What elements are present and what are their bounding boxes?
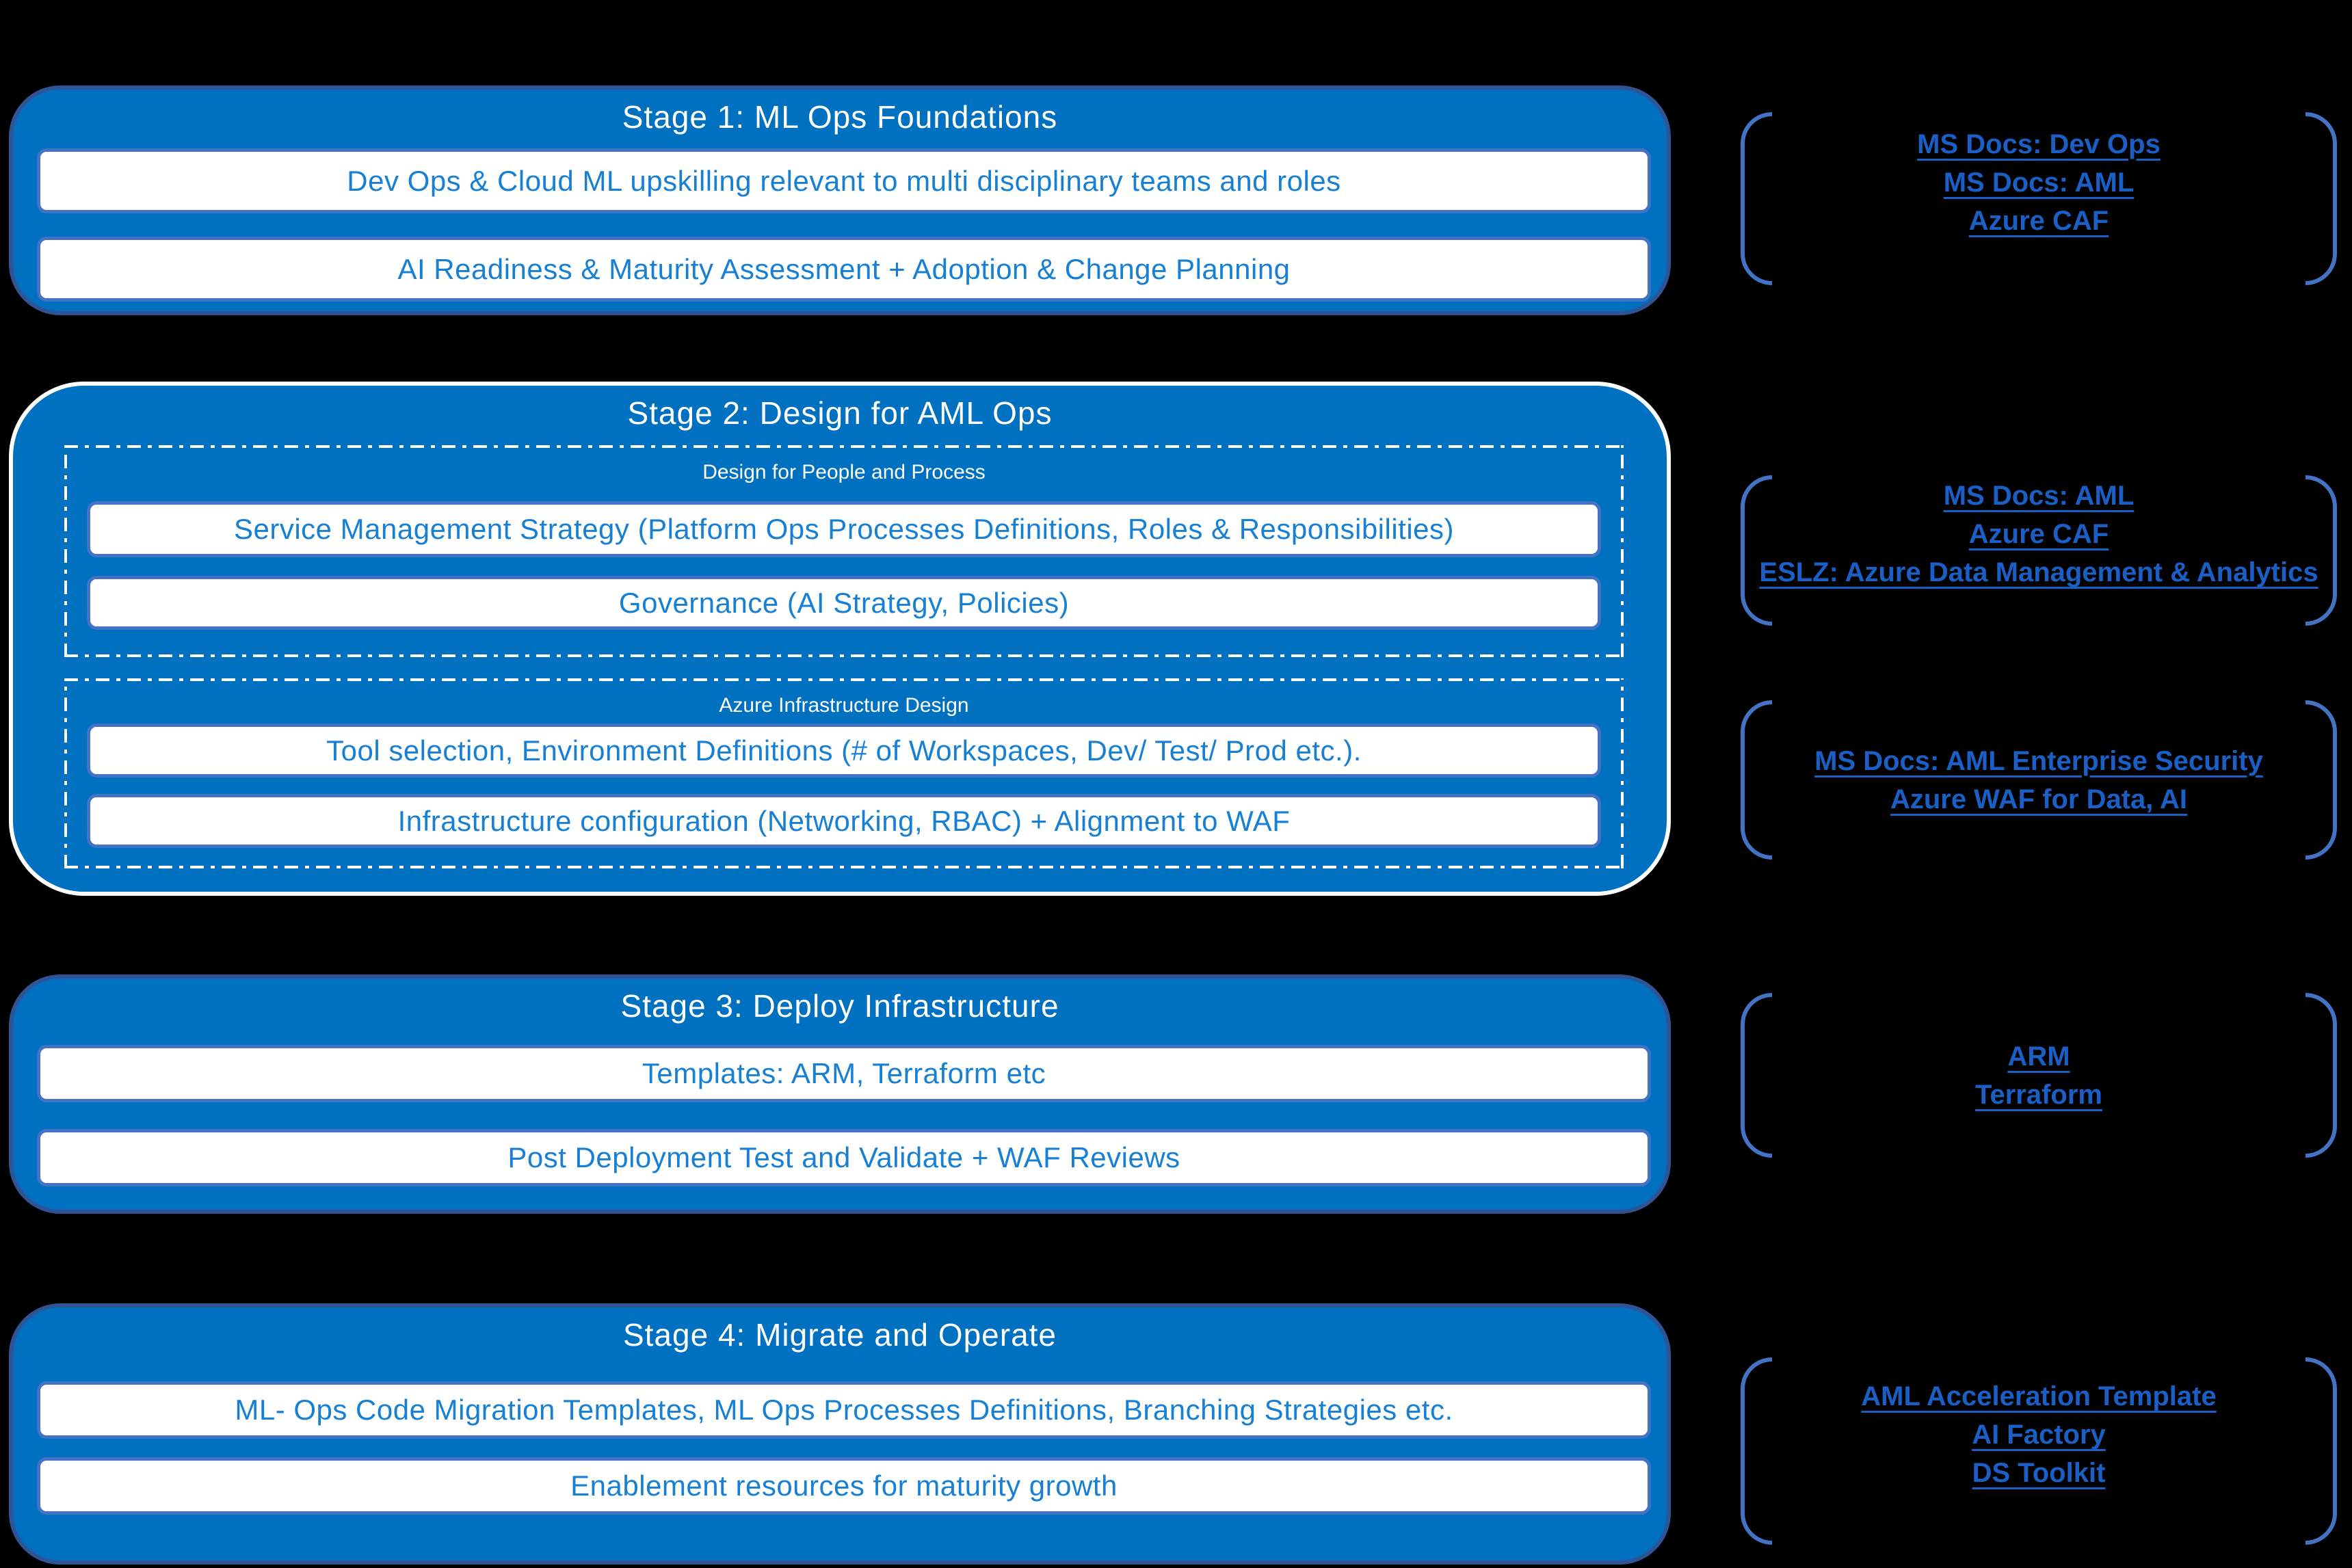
stage-2-links-group-2: MS Docs: AML Enterprise Security Azure W…	[1741, 700, 2337, 860]
bracket-right-icon	[2305, 1357, 2337, 1545]
stage-3-item-post-deployment: Post Deployment Test and Validate + WAF …	[37, 1129, 1651, 1186]
bracket-right-icon	[2305, 700, 2337, 860]
bracket-right-icon	[2305, 112, 2337, 285]
stage-3-title: Stage 3: Deploy Infrastructure	[620, 988, 1059, 1024]
link-azure-caf[interactable]: Azure CAF	[1968, 205, 2109, 236]
link-arm[interactable]: ARM	[2007, 1041, 2070, 1072]
stage-3-item-templates: Templates: ARM, Terraform etc	[37, 1045, 1651, 1102]
bracket-right-icon	[2305, 475, 2337, 626]
link-azure-caf[interactable]: Azure CAF	[1968, 519, 2109, 549]
people-process-label: Design for People and Process	[702, 461, 986, 483]
stage-4-box: Stage 4: Migrate and Operate ML- Ops Cod…	[9, 1303, 1671, 1565]
link-aml-enterprise-security[interactable]: MS Docs: AML Enterprise Security	[1814, 745, 2263, 776]
link-ds-toolkit[interactable]: DS Toolkit	[1972, 1458, 2106, 1488]
link-azure-waf-data-ai[interactable]: Azure WAF for Data, AI	[1890, 784, 2188, 814]
people-process-group: Design for People and Process Service Ma…	[64, 445, 1624, 657]
stage-4-title: Stage 4: Migrate and Operate	[622, 1317, 1057, 1353]
stage-1-links-group: MS Docs: Dev Ops MS Docs: AML Azure CAF	[1741, 112, 2337, 285]
infrastructure-design-label: Azure Infrastructure Design	[719, 694, 969, 717]
stage-4-item-enablement: Enablement resources for maturity growth	[37, 1457, 1651, 1515]
stage-1-box: Stage 1: ML Ops Foundations Dev Ops & Cl…	[9, 85, 1671, 315]
stage-2-links-group-1: MS Docs: AML Azure CAF ESLZ: Azure Data …	[1741, 475, 2337, 626]
stage-1-title: Stage 1: ML Ops Foundations	[622, 99, 1058, 135]
bracket-left-icon	[1741, 1357, 1772, 1545]
link-ms-docs-aml[interactable]: MS Docs: AML	[1943, 481, 2135, 511]
link-aml-acceleration-template[interactable]: AML Acceleration Template	[1861, 1381, 2217, 1411]
stage-4-links-group: AML Acceleration Template AI Factory DS …	[1741, 1357, 2337, 1545]
stage-1-item-upskilling: Dev Ops & Cloud ML upskilling relevant t…	[37, 148, 1651, 213]
stage-3-box: Stage 3: Deploy Infrastructure Templates…	[9, 974, 1671, 1214]
stage-1-item-readiness: AI Readiness & Maturity Assessment + Ado…	[37, 237, 1651, 302]
bracket-right-icon	[2305, 993, 2337, 1158]
infrastructure-design-group: Azure Infrastructure Design Tool selecti…	[64, 678, 1624, 868]
stage-2-title: Stage 2: Design for AML Ops	[627, 395, 1053, 431]
stage-2-item-service-management: Service Management Strategy (Platform Op…	[87, 501, 1601, 557]
bracket-left-icon	[1741, 700, 1772, 860]
bracket-left-icon	[1741, 112, 1772, 285]
link-ms-docs-dev-ops[interactable]: MS Docs: Dev Ops	[1917, 129, 2161, 159]
stage-4-item-migration-templates: ML- Ops Code Migration Templates, ML Ops…	[37, 1381, 1651, 1439]
stage-3-links-group: ARM Terraform	[1741, 993, 2337, 1158]
stage-2-box: Stage 2: Design for AML Ops Design for P…	[9, 382, 1671, 896]
bracket-left-icon	[1741, 993, 1772, 1158]
stage-2-item-tool-selection: Tool selection, Environment Definitions …	[87, 723, 1601, 778]
link-ms-docs-aml[interactable]: MS Docs: AML	[1943, 167, 2135, 198]
stage-2-item-infra-configuration: Infrastructure configuration (Networking…	[87, 794, 1601, 848]
stage-2-item-governance: Governance (AI Strategy, Policies)	[87, 576, 1601, 630]
bracket-left-icon	[1741, 475, 1772, 626]
link-terraform[interactable]: Terraform	[1975, 1079, 2102, 1110]
link-ai-factory[interactable]: AI Factory	[1972, 1420, 2106, 1450]
link-eslz-data-management[interactable]: ESLZ: Azure Data Management & Analytics	[1759, 557, 2318, 587]
